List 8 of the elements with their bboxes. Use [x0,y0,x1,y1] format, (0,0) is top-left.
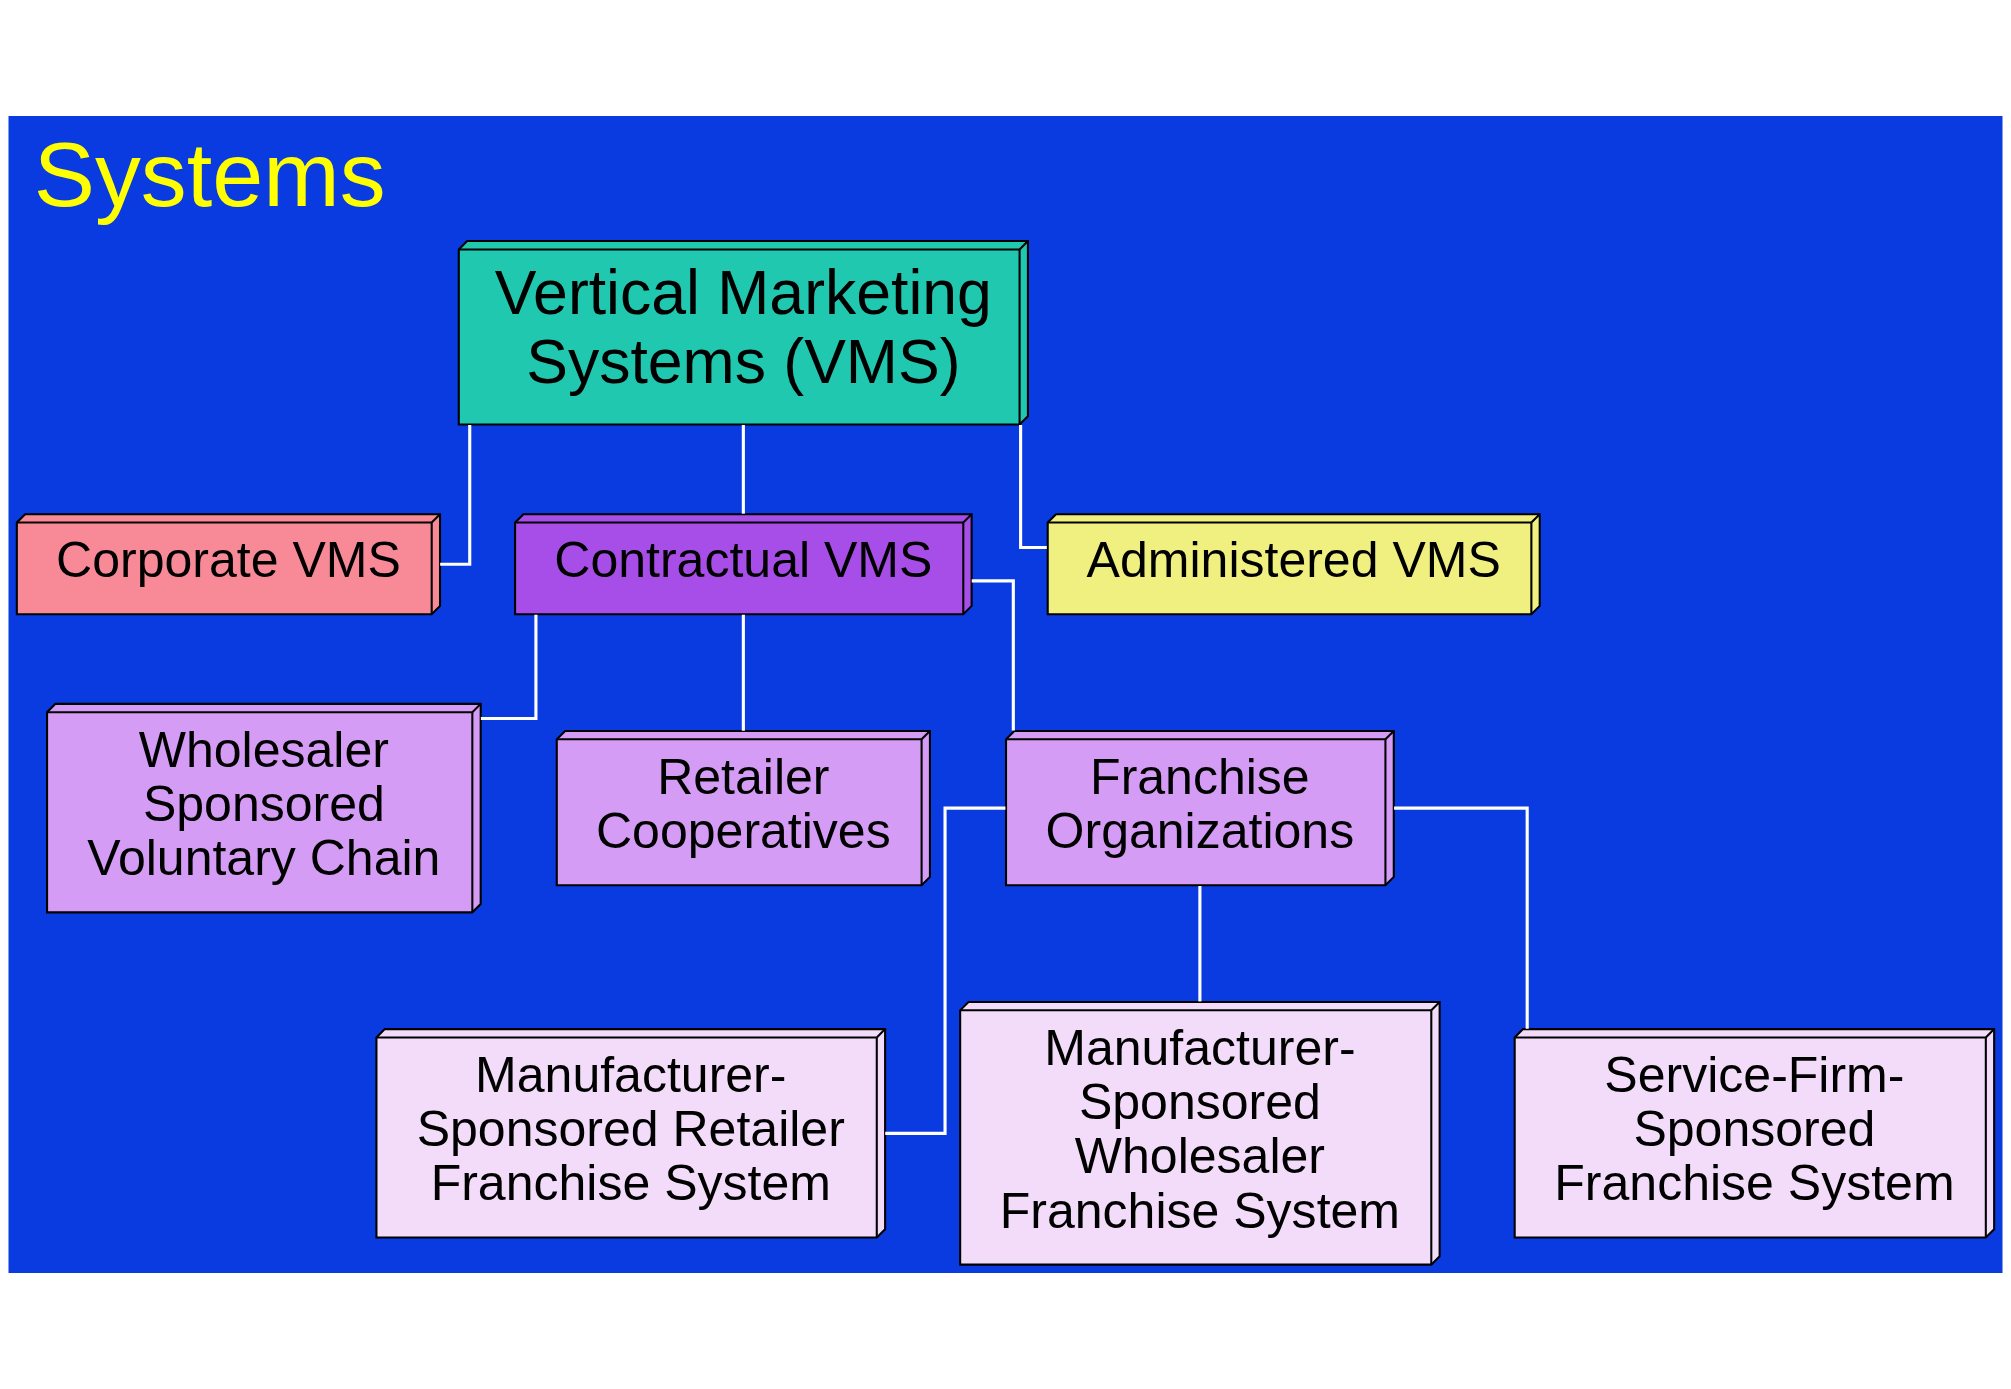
connector [741,424,745,514]
connector [741,614,745,731]
connector [480,614,538,721]
connector [971,579,1015,731]
connector [1198,886,1202,1002]
connector [1394,806,1529,1029]
diagram-title: Systems [33,123,386,226]
connector [885,806,1006,1135]
